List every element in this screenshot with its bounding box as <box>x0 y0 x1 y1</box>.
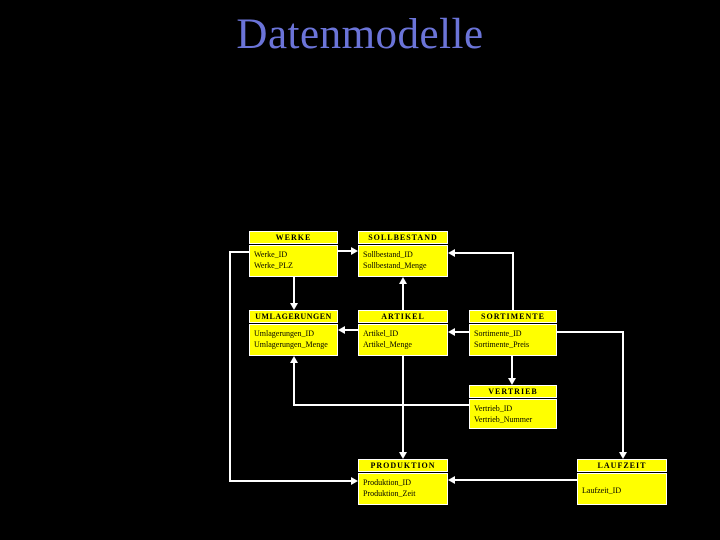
entity-produktion-fields: Produktion_ID Produktion_Zeit <box>358 473 448 505</box>
entity-laufzeit-title: LAUFZEIT <box>577 459 667 472</box>
entity-artikel-fields: Artikel_ID Artikel_Menge <box>358 324 448 356</box>
entity-werke-fields: Werke_ID Werke_PLZ <box>249 245 338 277</box>
entity-sollbestand-title: SOLLBESTAND <box>358 231 448 244</box>
entity-laufzeit: LAUFZEIT Laufzeit_ID <box>577 459 667 505</box>
entity-artikel-title: ARTIKEL <box>358 310 448 323</box>
arrowhead-werke-sollbestand-icon <box>351 247 358 255</box>
entity-produktion-title: PRODUKTION <box>358 459 448 472</box>
field: Vertrieb_ID <box>474 404 513 413</box>
entity-sortimente-fields: Sortimente_ID Sortimente_Preis <box>469 324 557 356</box>
field: Sollbestand_Menge <box>363 261 427 270</box>
arrowhead-sortimente-laufzeit-icon <box>619 452 627 459</box>
entity-sollbestand-fields: Sollbestand_ID Sollbestand_Menge <box>358 245 448 277</box>
connector-sortimente-vertrieb <box>511 356 513 379</box>
arrowhead-laufzeit-produktion-icon <box>448 476 455 484</box>
entity-umlagerungen: UMLAGERUNGEN Umlagerungen_ID Umlagerunge… <box>249 310 338 356</box>
slide-title: Datenmodelle <box>236 11 484 58</box>
field: Werke_ID <box>254 250 288 259</box>
field: Umlagerungen_ID <box>254 329 314 338</box>
entity-werke: WERKE Werke_ID Werke_PLZ <box>249 231 338 277</box>
entity-sortimente: SORTIMENTE Sortimente_ID Sortimente_Prei… <box>469 310 557 356</box>
connector-sortimente-sollbestand-h <box>455 252 514 254</box>
arrowhead-werke-umlagerungen-icon <box>290 303 298 310</box>
entity-umlagerungen-title: UMLAGERUNGEN <box>249 310 338 323</box>
connector-sortimente-artikel <box>455 331 469 333</box>
arrowhead-sortimente-vertrieb-icon <box>508 378 516 385</box>
entity-laufzeit-fields: Laufzeit_ID <box>577 473 667 505</box>
connector-vertrieb-umlagerungen-h <box>293 404 469 406</box>
connector-werke-sollbestand <box>338 250 352 252</box>
connector-artikel-sollbestand <box>402 283 404 310</box>
field: Vertrieb_Nummer <box>474 415 533 424</box>
field: Sortimente_Preis <box>474 340 530 349</box>
connector-sortimente-sollbestand-v <box>512 252 514 310</box>
entity-sortimente-title: SORTIMENTE <box>469 310 557 323</box>
connector-werke-umlagerungen <box>293 277 295 304</box>
field: Produktion_Zeit <box>363 489 416 498</box>
arrowhead-werke-produktion-icon <box>351 477 358 485</box>
connector-sortimente-laufzeit-h <box>557 331 624 333</box>
entity-vertrieb-title: VERTRIEB <box>469 385 557 398</box>
field: Artikel_Menge <box>363 340 412 349</box>
connector-vertrieb-umlagerungen-v <box>293 362 295 406</box>
field: Sortimente_ID <box>474 329 522 338</box>
arrowhead-sortimente-artikel-icon <box>448 328 455 336</box>
field: Sollbestand_ID <box>363 250 413 259</box>
field: Artikel_ID <box>363 329 399 338</box>
arrowhead-artikel-produktion-icon <box>399 452 407 459</box>
connector-werke-produktion-h1 <box>229 251 249 253</box>
arrowhead-vertrieb-umlagerungen-icon <box>290 356 298 363</box>
field: Umlagerungen_Menge <box>254 340 328 349</box>
connector-laufzeit-produktion <box>455 479 577 481</box>
connector-werke-produktion-h2 <box>229 480 352 482</box>
arrowhead-artikel-sollbestand-icon <box>399 277 407 284</box>
connector-sortimente-laufzeit-v <box>622 331 624 453</box>
field: Werke_PLZ <box>254 261 293 270</box>
entity-artikel: ARTIKEL Artikel_ID Artikel_Menge <box>358 310 448 356</box>
connector-artikel-produktion <box>402 356 404 453</box>
connector-artikel-umlagerungen <box>345 329 358 331</box>
entity-vertrieb-fields: Vertrieb_ID Vertrieb_Nummer <box>469 399 557 429</box>
arrowhead-artikel-umlagerungen-icon <box>338 326 345 334</box>
field: Laufzeit_ID <box>582 486 622 495</box>
arrowhead-sortimente-sollbestand-icon <box>448 249 455 257</box>
entity-produktion: PRODUKTION Produktion_ID Produktion_Zeit <box>358 459 448 505</box>
field: Produktion_ID <box>363 478 411 487</box>
entity-vertrieb: VERTRIEB Vertrieb_ID Vertrieb_Nummer <box>469 385 557 429</box>
entity-umlagerungen-fields: Umlagerungen_ID Umlagerungen_Menge <box>249 324 338 356</box>
entity-werke-title: WERKE <box>249 231 338 244</box>
connector-werke-produktion-v <box>229 251 231 482</box>
entity-sollbestand: SOLLBESTAND Sollbestand_ID Sollbestand_M… <box>358 231 448 277</box>
